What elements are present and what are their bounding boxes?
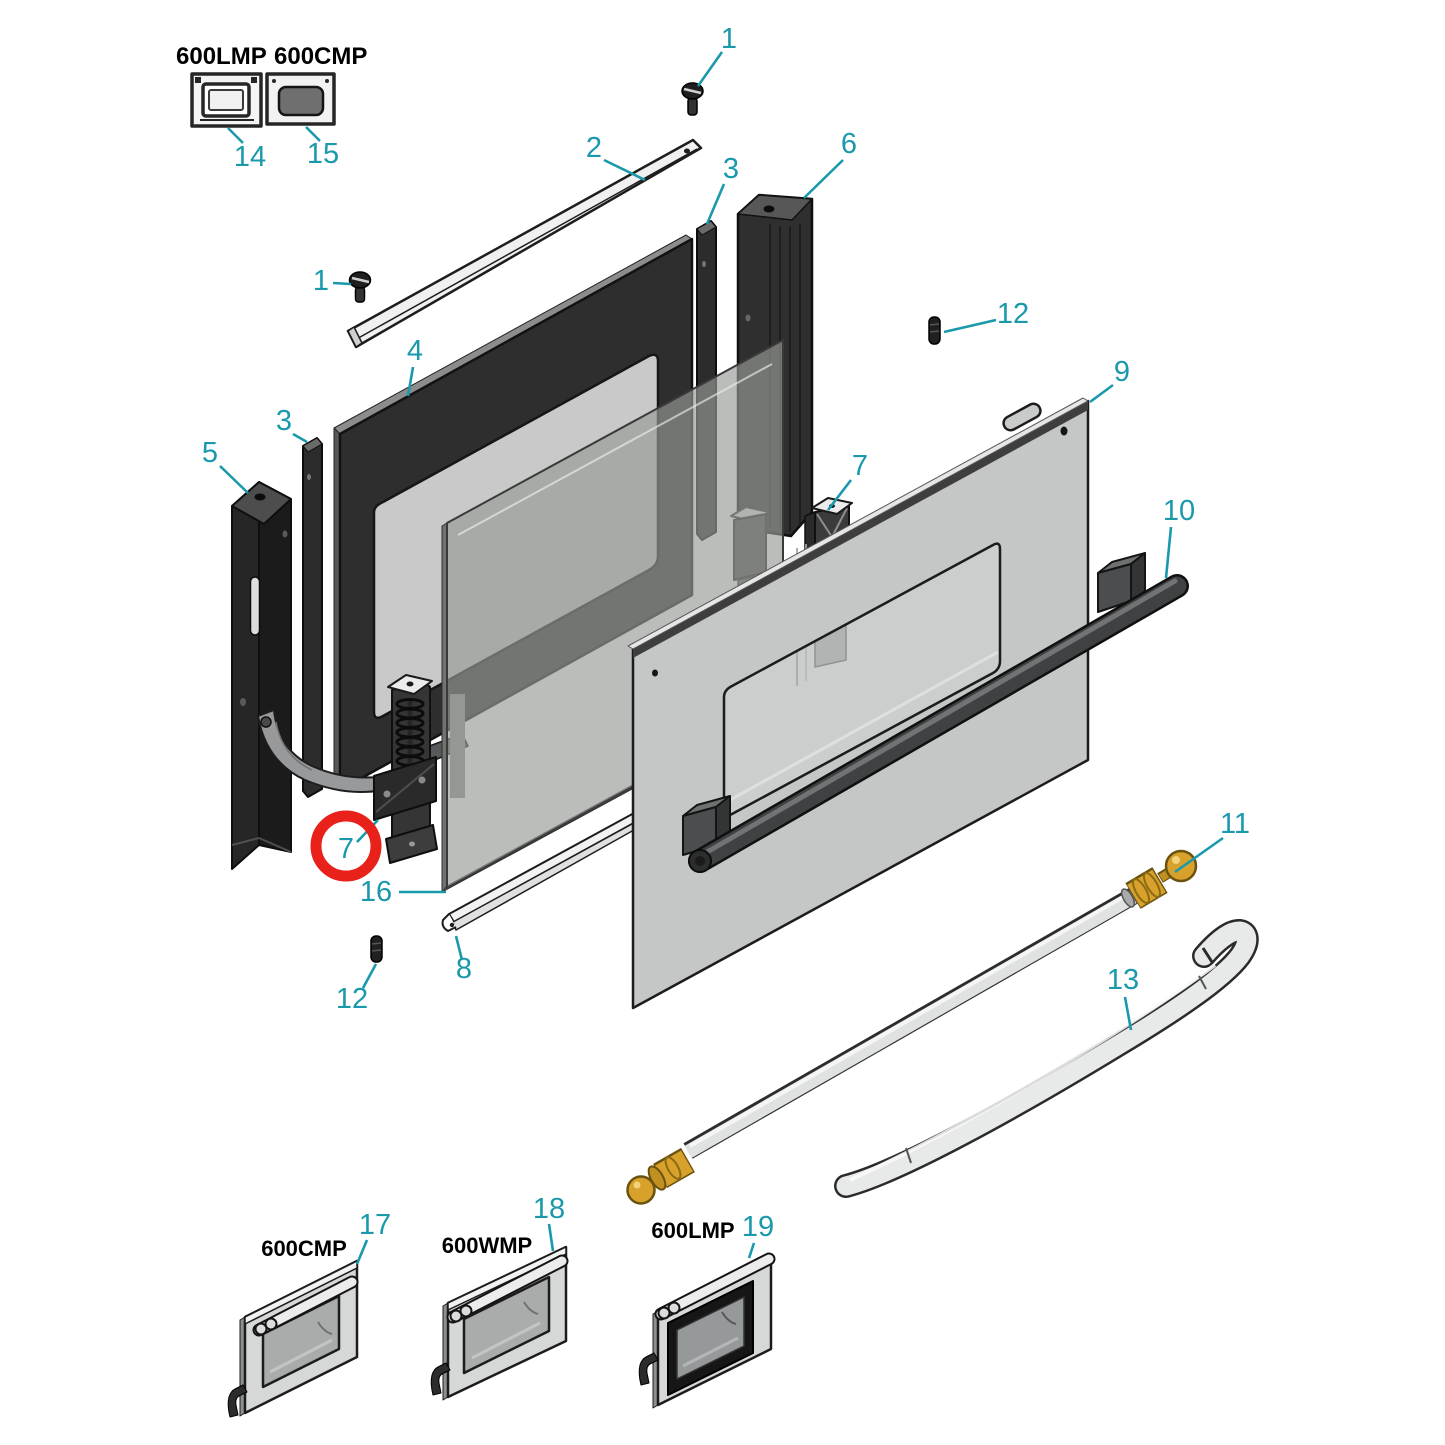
part-12-hinge-pin-bottom — [370, 935, 383, 963]
callout-5: 5 — [202, 437, 218, 469]
part-10-door-handle — [682, 552, 1189, 873]
leader-line-1-left — [332, 281, 352, 286]
leader-lines — [219, 51, 1224, 1265]
part-1-screw-top — [681, 82, 704, 116]
leader-line-12-right — [943, 318, 997, 334]
leader-line-19 — [747, 1242, 756, 1259]
callout-11: 11 — [1220, 808, 1250, 840]
callout-10: 10 — [1163, 495, 1195, 527]
part-12-hinge-pin-right — [928, 316, 941, 345]
part-7-hinge-assembly-lower — [373, 674, 469, 864]
callout-4: 4 — [407, 335, 423, 367]
model-labels: 600LMP 600CMP 600CMP 600WMP 600LMP — [176, 43, 735, 1261]
leader-line-2 — [603, 158, 646, 182]
leader-line-15 — [305, 126, 321, 142]
callout-3-top: 3 — [723, 153, 739, 185]
callout-1-top: 1 — [721, 23, 737, 55]
part-14-lamp-frame — [190, 72, 263, 128]
callout-13: 13 — [1107, 964, 1139, 996]
callout-12-right: 12 — [997, 298, 1029, 330]
leader-line-14 — [227, 127, 244, 144]
leader-line-4 — [406, 366, 415, 397]
callout-7-lower-highlighted: 7 — [338, 833, 354, 865]
model-label-600wmp: 600WMP — [442, 1233, 532, 1258]
part-15-lamp-cover — [265, 72, 336, 126]
red-highlight-circle — [310, 810, 382, 882]
callout-3-left: 3 — [276, 405, 292, 437]
door-assembly-600cmp — [227, 1259, 359, 1418]
leader-line-5 — [219, 465, 249, 494]
callout-1-left: 1 — [313, 265, 329, 297]
leader-line-10 — [1164, 526, 1173, 579]
callout-17: 17 — [359, 1209, 391, 1241]
leader-line-9 — [1089, 383, 1114, 404]
callout-12-bottom: 12 — [336, 983, 368, 1015]
leader-line-1-top — [696, 51, 724, 87]
leader-line-7-upper — [826, 479, 853, 511]
door-assembly-600lmp — [638, 1252, 776, 1409]
part-13-curved-handle — [834, 919, 1259, 1198]
callout-8: 8 — [456, 953, 472, 985]
leader-line-3-left — [292, 432, 308, 444]
callout-18: 18 — [533, 1193, 565, 1225]
door-assembly-600wmp — [430, 1245, 569, 1401]
callout-14: 14 — [234, 141, 266, 173]
leader-line-6 — [803, 159, 844, 199]
model-label-top-600cmp: 600CMP — [274, 43, 367, 70]
part-11-handle-tube — [626, 849, 1198, 1205]
part-5-side-frame — [231, 481, 292, 870]
leader-line-12-bottom — [361, 963, 378, 989]
callout-labels: 1 2 3 6 1 12 9 3 5 4 7 10 7 16 8 12 11 1… — [202, 23, 1250, 1243]
callout-7-upper: 7 — [852, 450, 868, 482]
leader-line-17 — [355, 1239, 369, 1265]
leader-line-18 — [547, 1223, 555, 1252]
leader-line-3-top — [705, 183, 726, 225]
leader-line-11 — [1174, 836, 1224, 874]
callout-9: 9 — [1114, 356, 1130, 388]
callout-2: 2 — [586, 132, 602, 164]
callout-16: 16 — [360, 876, 392, 908]
model-label-600cmp: 600CMP — [261, 1236, 347, 1261]
part-9-outer-door-panel — [627, 397, 1090, 1010]
part-2-top-trim-rail — [346, 138, 703, 349]
leader-line-8 — [454, 935, 464, 961]
part-1-screw-left — [348, 271, 372, 303]
leader-line-13 — [1123, 996, 1133, 1031]
callout-6: 6 — [841, 128, 857, 160]
model-label-600lmp: 600LMP — [651, 1218, 734, 1243]
callout-19: 19 — [742, 1211, 774, 1243]
callout-15: 15 — [307, 138, 339, 170]
model-label-top-600lmp: 600LMP — [176, 43, 267, 70]
part-3-left-glass-trim — [302, 437, 323, 798]
